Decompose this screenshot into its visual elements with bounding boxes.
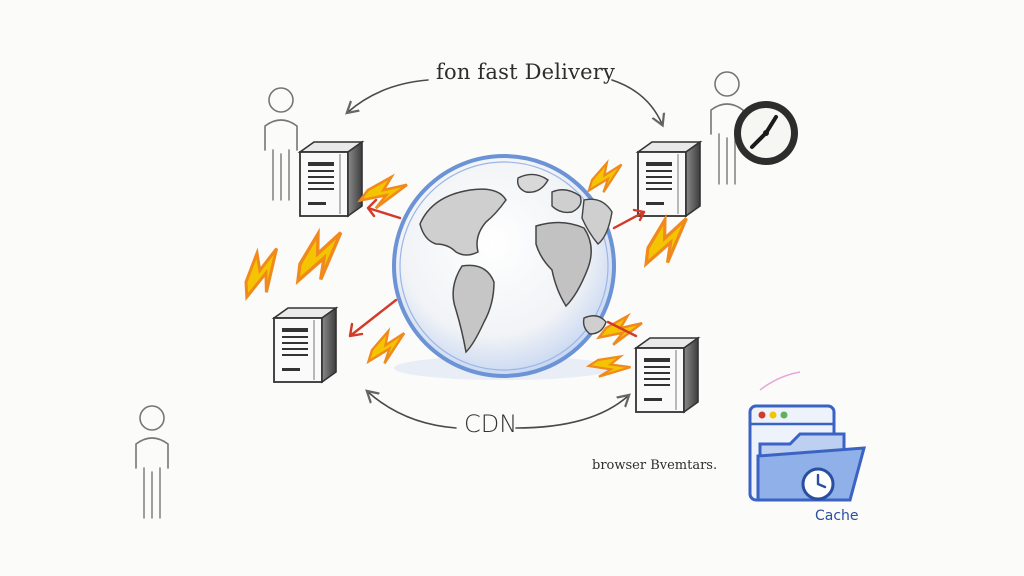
flow-arrow-top-left: [348, 79, 429, 112]
cdn-label: CDN: [464, 410, 518, 438]
cache-clock-icon: [801, 467, 835, 501]
flow-arrow-bottom-right: [515, 396, 628, 429]
server-icon: [637, 141, 701, 217]
clock-icon: [734, 101, 798, 165]
request-arrows: [348, 198, 646, 338]
pink-scribble: [759, 371, 801, 391]
server-icon: [299, 141, 363, 217]
server-icon: [273, 307, 337, 383]
diagram-title: fon fast Delivery: [436, 60, 616, 84]
person-icon: [135, 405, 169, 519]
browser-note: browser Bvemtars.: [592, 458, 718, 473]
globe-icon: [392, 154, 616, 380]
person-icon: [264, 87, 298, 201]
server-icon: [635, 337, 699, 413]
cache-label: Cache: [815, 508, 859, 524]
flow-arrow-top-right: [611, 79, 662, 124]
flow-arrow-bottom-left: [368, 392, 457, 429]
